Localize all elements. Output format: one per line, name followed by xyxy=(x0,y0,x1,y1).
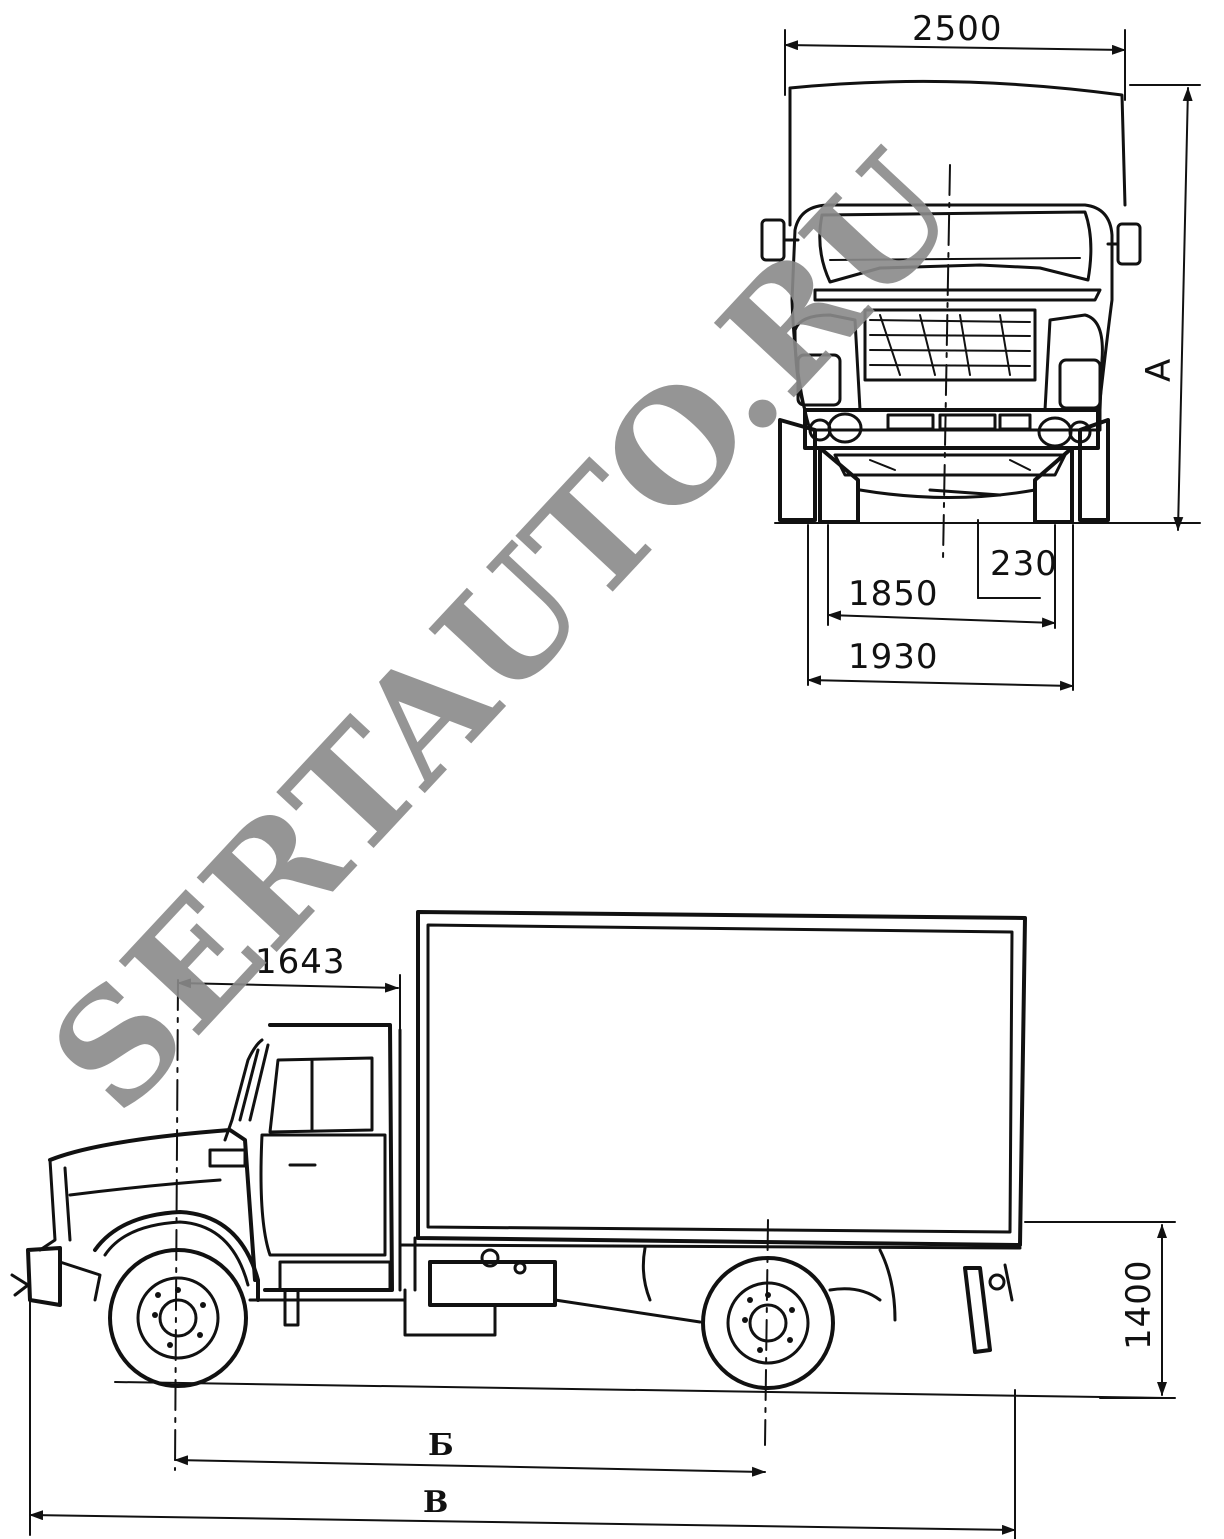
dimension-label-ground-clearance: 230 xyxy=(990,544,1058,584)
right-mirror xyxy=(1116,222,1142,266)
front-view: 2500 xyxy=(760,9,1201,691)
side-cab-door xyxy=(259,1133,387,1257)
side-cab xyxy=(223,1023,402,1327)
front-cab xyxy=(760,203,1142,524)
rear-mudflap xyxy=(963,1266,992,1354)
side-ground-line xyxy=(114,1381,1166,1399)
front-left-tire xyxy=(778,418,817,522)
dimension-label-front-overhang: 1643 xyxy=(255,942,346,982)
dimension-ground-clearance: 230 xyxy=(977,519,1058,599)
front-center-line xyxy=(942,164,951,561)
front-box-outline xyxy=(788,79,1127,227)
side-mirror-mount xyxy=(208,1148,247,1168)
dimension-label-overall-height: А xyxy=(1139,359,1179,382)
front-wheel xyxy=(108,1248,248,1388)
dimension-label-overall-width: 2500 xyxy=(912,9,1003,49)
side-cab-window xyxy=(268,1056,374,1134)
front-right-tire xyxy=(1033,446,1074,524)
front-axle-centerline xyxy=(174,979,179,1471)
dimension-overall-width: 2500 xyxy=(784,9,1126,101)
dimension-frame-height: 1400 xyxy=(1024,1221,1176,1399)
side-view: 1643 Б В 1400 xyxy=(10,910,1176,1539)
dimension-track-rear: 1930 xyxy=(807,524,1074,691)
side-cargo-box xyxy=(413,910,1027,1292)
dimension-label-frame-height: 1400 xyxy=(1119,1259,1159,1350)
dimension-label-wheelbase: Б xyxy=(428,1428,454,1463)
dimension-wheelbase: Б xyxy=(174,1428,766,1477)
dimension-track-front: 1850 xyxy=(827,524,1056,629)
dimension-front-overhang: 1643 xyxy=(177,942,401,1031)
radiator-grille xyxy=(863,308,1037,382)
dimension-overall-length: В xyxy=(29,1299,1016,1539)
dimension-label-track-front: 1850 xyxy=(848,574,939,614)
side-chassis xyxy=(248,1243,1022,1354)
watermark-text: SERTAUTO.RU xyxy=(18,120,990,1144)
fuel-tank xyxy=(428,1260,557,1307)
right-headlight xyxy=(1037,416,1073,448)
dimension-overall-height: А xyxy=(1129,84,1201,531)
rear-axle-centerline xyxy=(764,1219,769,1446)
dimension-label-overall-length: В xyxy=(423,1485,448,1520)
side-hood xyxy=(10,1128,260,1307)
dimension-label-track-rear: 1930 xyxy=(848,637,939,677)
front-bumper xyxy=(26,1246,62,1307)
